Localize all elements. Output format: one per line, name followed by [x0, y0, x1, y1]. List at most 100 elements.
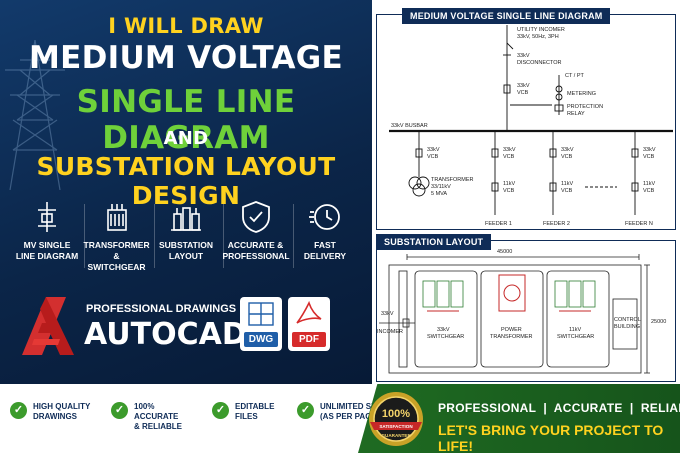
substation-layout-frame: 45000 25000 33kV INCOMER 33kV SWITCHGEAR… [376, 240, 676, 382]
sld-utility-label: UTILITY INCOMER [517, 27, 565, 33]
layout-width-dim: 45000 [497, 249, 512, 255]
benefit-label: & RELIABLE [134, 422, 182, 431]
benefit-item: ✓ UNLIMITED SUPPORT(AS PER PACKAGE) [297, 402, 410, 432]
guarantee-seal-icon: 100% SATISFACTION GUARANTEE [369, 392, 423, 446]
sld-feeder2-11kv-vcb: VCB [561, 188, 573, 194]
layout-sg11-label: SWITCHGEAR [557, 334, 594, 340]
sld-transformer-mva: 5 MVA [431, 191, 447, 197]
layout-incomer-kv: 33kV [381, 311, 394, 317]
benefit-label: 100% ACCURATE [134, 402, 179, 421]
feature-item: ACCURATE &PROFESSIONAL [222, 200, 294, 278]
pdf-file-icon: PDF [288, 297, 330, 351]
transmission-tower-icon [5, 40, 65, 190]
benefit-item: ✓ 100% ACCURATE& RELIABLE [111, 402, 198, 432]
sld-vcb-kv: 33kV [517, 83, 530, 89]
benefit-label: DRAWINGS [33, 412, 77, 421]
substation-layout-diagram: 45000 25000 33kV INCOMER 33kV SWITCHGEAR… [377, 249, 666, 374]
checkmark-icon: ✓ [111, 402, 128, 419]
cta-text: LET'S BRING YOUR PROJECT TO LIFE! [438, 422, 664, 453]
headline-i-will-draw: I WILL DRAW [108, 14, 264, 38]
feature-label: LINE DIAGRAM [15, 251, 79, 261]
seal-text: SATISFACTION [379, 424, 413, 429]
feature-label: FAST [314, 240, 336, 250]
benefit-label: EDITABLE [235, 402, 275, 411]
pdf-label: PDF [292, 332, 326, 347]
sld-utility-spec: 33kV, 50Hz, 3PH [517, 34, 559, 40]
headline-single-line-diagram: SINGLE LINE DIAGRAM [76, 84, 296, 156]
sld-protection-label: PROTECTION [567, 104, 603, 110]
layout-incomer-label: INCOMER [377, 329, 403, 335]
sld-feeder1-11kv-vcb: VCB [503, 188, 515, 194]
single-line-diagram: UTILITY INCOMER 33kV, 50Hz, 3PH 33kV DIS… [389, 25, 673, 227]
autocad-text: AUTOCAD [84, 317, 247, 352]
layout-sg11-kv: 11kV [569, 327, 581, 333]
sld-diagram-frame: UTILITY INCOMER 33kV, 50Hz, 3PH 33kV DIS… [376, 14, 676, 230]
feature-item: TRANSFORMER &SWITCHGEAR [83, 200, 155, 278]
sld-feederN-label: FEEDER N [625, 221, 653, 227]
dwg-file-icon: DWG [240, 297, 282, 351]
sld-vcb-label: VCB [517, 90, 529, 96]
sld-disconnector-label: DISCONNECTOR [517, 60, 562, 66]
sld-feederN-vcb-label: VCB [643, 154, 655, 160]
sld-transformer-label: TRANSFORMER [431, 177, 474, 183]
headline-substation-layout: SUBSTATION LAYOUT DESIGN [36, 152, 336, 210]
autocad-row: PROFESSIONAL DRAWINGS IN AUTOCAD DWG PDF [20, 295, 360, 365]
seal-text-2: GUARANTEE [381, 433, 410, 438]
benefit-label: (AS PER PACKAGE) [320, 412, 397, 421]
layout-transformer-label: TRANSFORMER [490, 334, 533, 340]
sld-ct-label: CT / PT [565, 73, 584, 79]
right-panel: UTILITY INCOMER 33kV, 50Hz, 3PH 33kV DIS… [372, 0, 680, 384]
autocad-logo-icon [22, 297, 74, 355]
sld-relay-label: RELAY [567, 111, 585, 117]
feature-label: SUBSTATION [159, 240, 213, 250]
transformer-icon [106, 204, 127, 231]
feature-label: PROFESSIONAL [222, 251, 290, 261]
checkmark-icon: ✓ [10, 402, 27, 419]
feature-label: SWITCHGEAR [87, 262, 146, 272]
sld-feeder2-vcb-kv: 33kV [561, 147, 574, 153]
sld-feeder1-vcb-kv: 33kV [503, 147, 516, 153]
benefit-label: FILES [235, 412, 258, 421]
sld-feeder1-vcb-label: VCB [503, 154, 515, 160]
layout-power-label: POWER [501, 327, 522, 333]
checkmark-icon: ✓ [212, 402, 229, 419]
feature-label: ACCURATE & [227, 240, 284, 250]
checkmark-icon: ✓ [297, 402, 314, 419]
dwg-label: DWG [244, 332, 278, 347]
feature-label: TRANSFORMER & [83, 240, 150, 261]
sld-transformer-spec: 33/11kV [431, 184, 451, 190]
sld-feeder2-label: FEEDER 2 [543, 221, 570, 227]
sld-feederN-11kv: 11kV [643, 181, 655, 187]
layout-building-label: BUILDING [614, 324, 640, 330]
left-panel: I WILL DRAW MEDIUM VOLTAGE SINGLE LINE D… [0, 0, 372, 384]
layout-sg33-kv: 33kV [437, 327, 450, 333]
layout-height-dim: 25000 [651, 319, 666, 325]
seal-percent: 100% [382, 408, 410, 420]
substation-layout-title: SUBSTATION LAYOUT [376, 234, 492, 250]
sld-feeder1-label: FEEDER 1 [485, 221, 512, 227]
shield-check-icon [241, 201, 270, 233]
sld-feeder-vcb-label: VCB [427, 154, 439, 160]
sld-feeder2-11kv: 11kV [561, 181, 573, 187]
sld-feederN-11kv-vcb: VCB [643, 188, 655, 194]
headline-medium-voltage: MEDIUM VOLTAGE [28, 40, 344, 76]
substation-icon [171, 207, 201, 231]
single-line-icon [38, 202, 56, 232]
sld-title: MEDIUM VOLTAGE SINGLE LINE DIAGRAM [402, 8, 611, 24]
tagline: PROFESSIONAL | ACCURATE | RELIABLE [438, 401, 680, 415]
sld-feederN-vcb-kv: 33kV [643, 147, 656, 153]
sld-feeder2-vcb-label: VCB [561, 154, 573, 160]
headline-and: AND [163, 128, 209, 149]
professional-drawings-text: PROFESSIONAL DRAWINGS IN [86, 303, 251, 315]
sld-disconnector-kv: 33kV [517, 53, 530, 59]
feature-label: MV SINGLE [23, 240, 71, 250]
layout-control-label: CONTROL [614, 317, 641, 323]
